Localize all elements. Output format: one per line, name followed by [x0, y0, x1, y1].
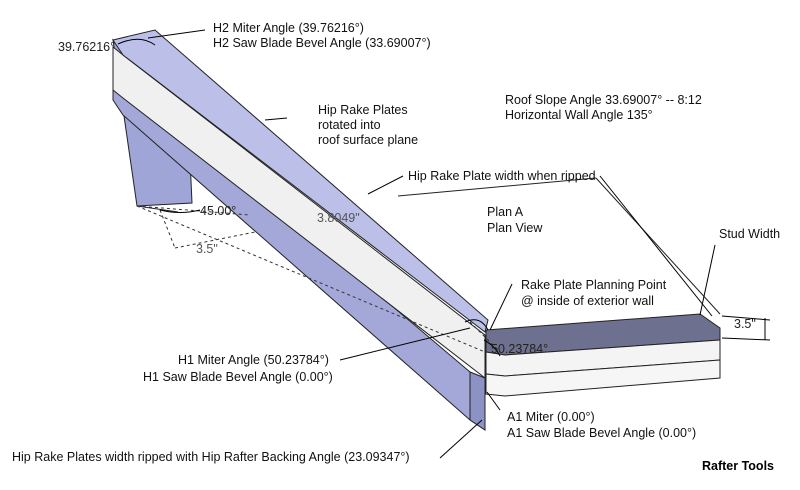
- dim-35-left-label: 3.5": [196, 242, 218, 256]
- leader-width-right: [599, 175, 713, 317]
- rafter-tools-brand: Rafter Tools: [702, 459, 774, 473]
- angle-arcs: [117, 38, 501, 357]
- a1-miter-label: A1 Miter (0.00°): [507, 410, 595, 424]
- h1-angle-arc: [464, 319, 489, 331]
- h2-angle-value: 39.76216°: [58, 40, 115, 54]
- roof-slope-label: Roof Slope Angle 33.69007° -- 8:12: [505, 93, 702, 107]
- dim-35-right-ext: [721, 315, 771, 321]
- construction-lines: [136, 205, 499, 353]
- plates-label-line3: roof surface plane: [318, 133, 418, 147]
- leader-h1: [339, 327, 471, 361]
- leader-stud: [699, 244, 716, 316]
- h2-angle-arc: [117, 38, 156, 46]
- backing-angle-note: Hip Rake Plates width ripped with Hip Ra…: [12, 450, 410, 464]
- a1-bevel-label: A1 Saw Blade Bevel Angle (0.00°): [507, 426, 696, 440]
- plates-label-line1: Hip Rake Plates: [318, 103, 408, 117]
- angle-45-label: 45.00°: [200, 204, 236, 218]
- h2-bevel-label: H2 Saw Blade Bevel Angle (33.69007°): [213, 36, 431, 50]
- arc-45: [159, 209, 201, 213]
- wall-angle-label: Horizontal Wall Angle 135°: [505, 108, 653, 122]
- dash-35-tick-a: [159, 209, 176, 249]
- plan-edge-top: [397, 177, 597, 197]
- dim-35-right-label: 3.5": [734, 317, 756, 331]
- planning-point-line2: @ inside of exterior wall: [521, 294, 654, 308]
- plate-edge-strip: [112, 45, 486, 380]
- plan-edge-right: [595, 177, 721, 315]
- leader-a1: [486, 391, 501, 411]
- wall-lower-face: [485, 359, 721, 397]
- dash-diagonal: [136, 205, 486, 353]
- leader-plates: [264, 117, 288, 121]
- leader-h2: [147, 29, 206, 39]
- leader-backing: [439, 419, 483, 459]
- a1-angle-value: 50.23784°: [491, 342, 548, 356]
- plate-end-cut: [469, 371, 486, 431]
- dash-h1-arc: [469, 321, 499, 351]
- plan-view-label: Plan View: [487, 221, 543, 235]
- a1-angle-arc: [483, 339, 501, 357]
- leader-planning: [489, 283, 513, 331]
- leader-lines: [147, 29, 771, 459]
- plates-label-line2: rotated into: [318, 118, 381, 132]
- leader-width: [367, 175, 404, 195]
- wall-plate: [485, 313, 721, 397]
- stud-width-label: Stud Width: [719, 227, 780, 241]
- h2-miter-label: H2 Miter Angle (39.76216°): [213, 21, 364, 35]
- planning-point-line1: Rake Plate Planning Point: [521, 278, 667, 292]
- dim-35-right-ext2: [721, 337, 771, 341]
- dash-35-line: [174, 231, 256, 249]
- h1-miter-label: H1 Miter Angle (50.23784°): [178, 353, 329, 367]
- plate-width-value: 3.8049": [317, 211, 360, 225]
- dash-45-ray: [136, 205, 251, 216]
- h1-bevel-label: H1 Saw Blade Bevel Angle (0.00°): [143, 370, 333, 384]
- plan-a-label: Plan A: [487, 205, 524, 219]
- plate-top-face: [112, 29, 489, 333]
- plate-width-note: Hip Rake Plate width when ripped: [408, 169, 596, 183]
- hip-rake-plate: [112, 29, 489, 431]
